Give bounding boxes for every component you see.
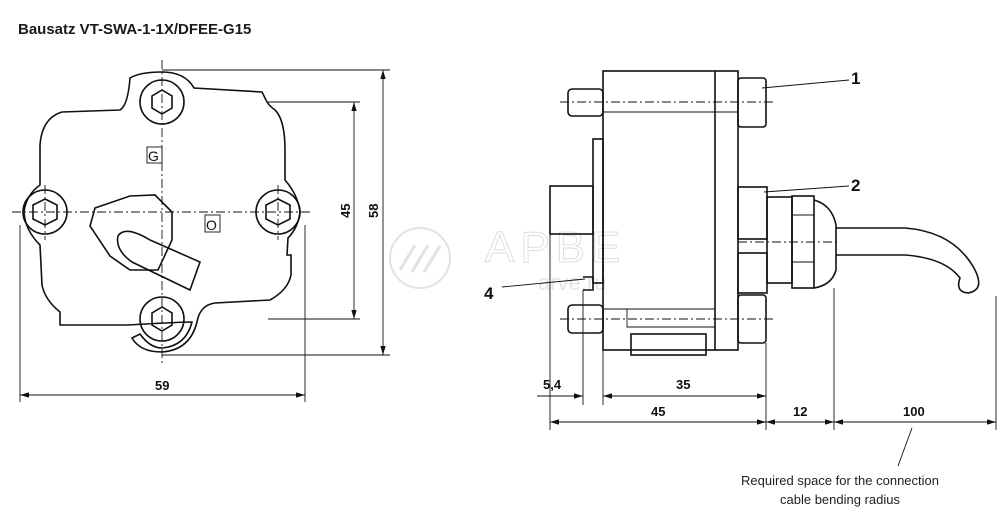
marker-g: G bbox=[148, 148, 159, 164]
dim-45: 45 bbox=[651, 404, 665, 419]
svg-text:APBE: APBE bbox=[485, 223, 626, 272]
caption-line-2: cable bending radius bbox=[780, 492, 900, 507]
dim-5-4: 5,4 bbox=[543, 377, 562, 392]
bending-radius-caption: Required space for the connection cable … bbox=[700, 471, 980, 509]
marker-o: O bbox=[206, 217, 217, 233]
dim-12: 12 bbox=[793, 404, 807, 419]
caption-line-1: Required space for the connection bbox=[740, 473, 939, 488]
callout-4: 4 bbox=[484, 284, 494, 303]
callout-1: 1 bbox=[851, 69, 860, 88]
side-view: 1 2 4 5,4 35 45 12 100 bbox=[484, 69, 997, 467]
watermark: APBE arve.ru bbox=[389, 223, 626, 295]
front-view: G O 59 45 58 bbox=[12, 60, 390, 402]
dim-100: 100 bbox=[903, 404, 925, 419]
dim-35: 35 bbox=[676, 377, 690, 392]
callout-2: 2 bbox=[851, 176, 860, 195]
dim-width: 59 bbox=[155, 378, 169, 393]
dim-bolt-spacing: 45 bbox=[338, 204, 353, 218]
dim-height: 58 bbox=[366, 204, 381, 218]
drawing-title: Bausatz VT-SWA-1-1X/DFEE-G15 bbox=[18, 21, 252, 38]
